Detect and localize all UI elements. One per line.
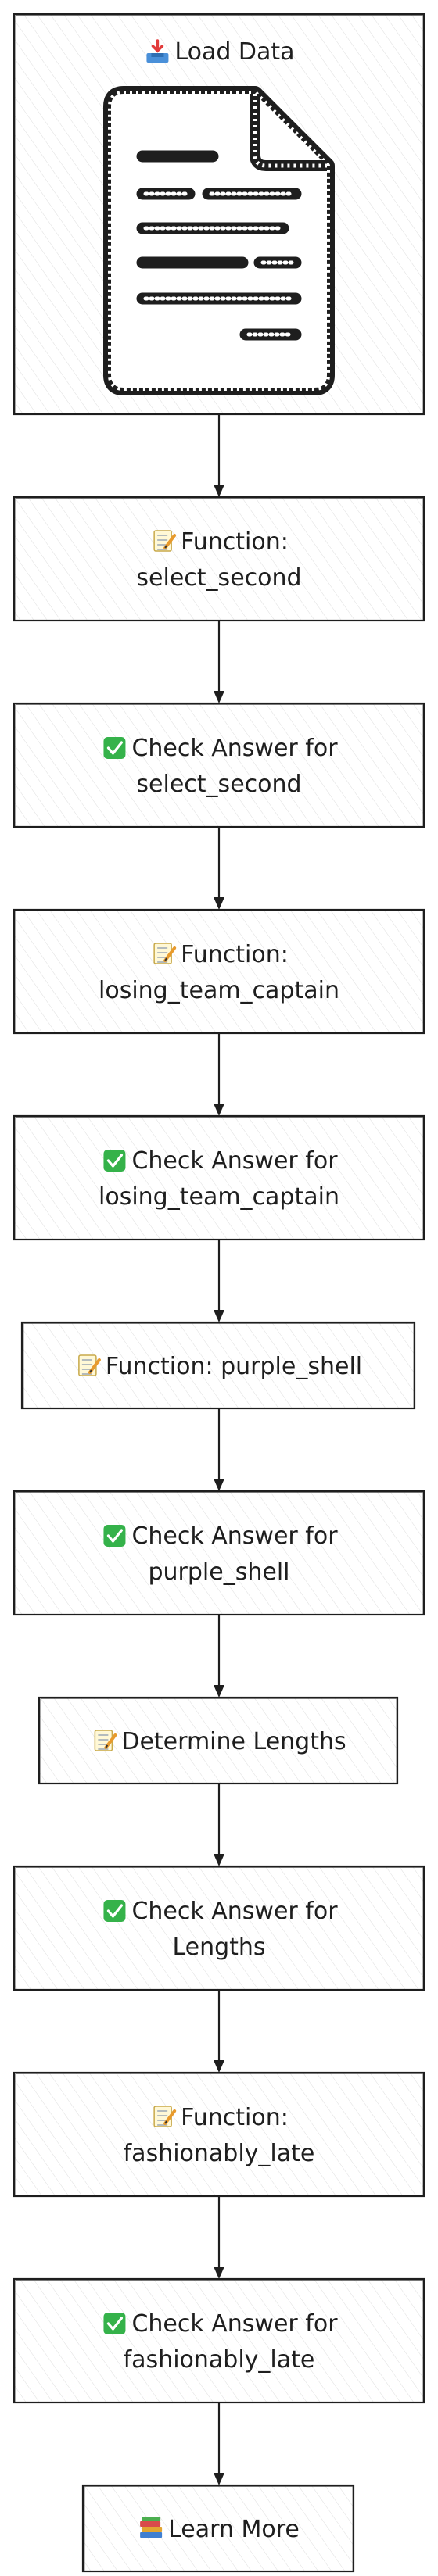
node-fn-losing-team-captain: Function: losing_team_captain: [13, 908, 425, 1035]
memo-icon: [153, 943, 177, 964]
check-mark-button-icon: [103, 1150, 126, 1172]
edge-arrow: [214, 414, 224, 497]
check-mark-button-icon: [103, 1900, 126, 1922]
node-label-line: Function:: [181, 2104, 289, 2131]
node-check-fashionably-late: Check Answer for fashionably_late: [13, 2277, 425, 2404]
node-label-line: purple_shell: [149, 1558, 290, 1586]
node-fn-purple-shell: Function: purple_shell: [20, 1321, 416, 1410]
node-label-line: fashionably_late: [124, 2346, 315, 2374]
node-label-line: select_second: [136, 771, 301, 798]
node-label-line: Load Data: [174, 38, 294, 66]
edge-arrow: [214, 1033, 224, 1116]
node-fn-select-second: Function: select_second: [13, 496, 425, 622]
node-label-line: select_second: [136, 564, 301, 592]
memo-icon: [94, 1730, 117, 1751]
node-label-line: Function:: [181, 941, 289, 968]
memo-icon: [78, 1354, 101, 1376]
node-label-line: losing_team_captain: [99, 1183, 339, 1211]
node-label-line: Check Answer for: [131, 2310, 338, 2338]
check-mark-button-icon: [103, 2313, 126, 2334]
node-determine-lengths: Determine Lengths: [38, 1696, 399, 1785]
node-learn-more: Learn More: [81, 2484, 355, 2573]
edges-layer: [214, 414, 224, 2485]
books-icon: [140, 2517, 163, 2538]
edge-arrow: [214, 1408, 224, 1491]
node-label-line: Function: purple_shell: [106, 1353, 362, 1380]
node-load-data: Load Data: [13, 13, 425, 416]
node-label-line: Lengths: [172, 1934, 265, 1961]
node-check-select-second: Check Answer for select_second: [13, 702, 425, 828]
node-label-line: Function:: [181, 528, 289, 556]
node-label-line: Check Answer for: [131, 1147, 338, 1175]
node-label-line: Learn More: [168, 2516, 300, 2543]
node-check-purple-shell: Check Answer for purple_shell: [13, 1490, 425, 1616]
edge-arrow: [214, 1784, 224, 1866]
check-mark-button-icon: [103, 1525, 126, 1547]
memo-icon: [153, 2106, 177, 2127]
node-label-line: fashionably_late: [124, 2140, 315, 2167]
node-check-losing-team-captain: Check Answer for losing_team_captain: [13, 1114, 425, 1241]
node-label-line: Determine Lengths: [121, 1728, 346, 1755]
edge-arrow: [214, 2196, 224, 2279]
node-label-line: Check Answer for: [131, 1522, 338, 1550]
inbox-tray-icon: [146, 39, 169, 63]
edge-arrow: [214, 2402, 224, 2485]
edge-arrow: [214, 1990, 224, 2073]
edge-arrow: [214, 621, 224, 703]
node-fn-fashionably-late: Function: fashionably_late: [13, 2071, 425, 2198]
edge-arrow: [214, 827, 224, 910]
edge-arrow: [214, 1615, 224, 1698]
node-label-line: losing_team_captain: [99, 977, 339, 1004]
edge-arrow: [214, 1240, 224, 1322]
memo-icon: [153, 530, 177, 552]
document-icon: [103, 86, 335, 395]
check-mark-button-icon: [103, 737, 126, 759]
node-label-line: Check Answer for: [131, 1898, 338, 1925]
node-label-line: Check Answer for: [131, 735, 338, 762]
